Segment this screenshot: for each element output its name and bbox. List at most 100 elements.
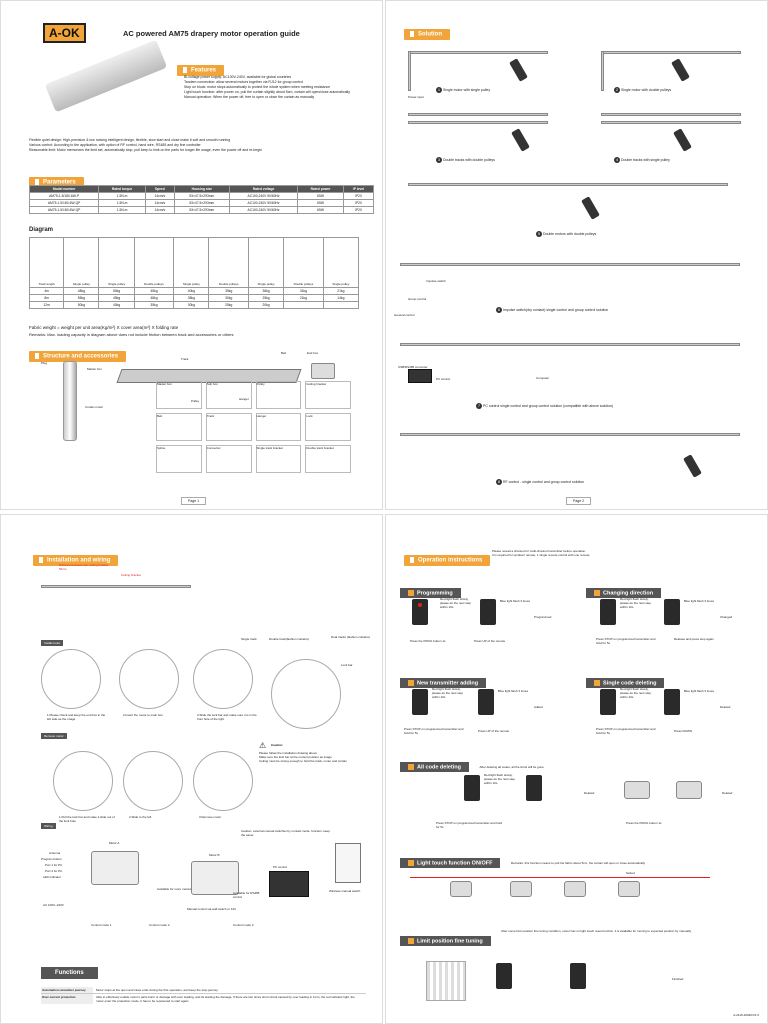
caption-7: 7 PC control single control and group co… (476, 403, 614, 409)
release-text: Release and press stop again (674, 637, 714, 641)
curtain-motor-img (63, 361, 77, 441)
port1-label: Port 1 for PC (45, 863, 63, 867)
light-touch-note: Remarks: this function means to pull the… (510, 861, 646, 865)
track-5 (408, 183, 728, 186)
pc-icon (408, 369, 432, 383)
page-1: A-OK AC powered AM75 drapery motor opera… (0, 0, 383, 510)
remote-icon (600, 599, 616, 625)
acc-label: Sub box (206, 382, 218, 386)
track-4b (601, 121, 741, 124)
solution-header: Solution (404, 23, 450, 41)
label-plug: Plug (41, 361, 48, 365)
acc-label: Double track bracket (306, 446, 334, 450)
function-value: Motor stops at the open and close ends d… (96, 988, 218, 992)
structure-header: Structure and accessories (29, 345, 127, 363)
caption-8: 8 RF control - single control and group … (496, 479, 585, 485)
prog-button-text: Press the PROG button 1s (410, 639, 446, 643)
doc-title: AC powered AM75 drapery motor operation … (123, 29, 300, 38)
remote-icon (464, 775, 480, 801)
track-7 (400, 343, 740, 346)
logo: A-OK (43, 23, 86, 43)
motor-head-icon-4 (618, 881, 640, 897)
blue-flash-text: Blue light flash 3 times (498, 689, 529, 693)
pc-control-label: PC control (273, 865, 288, 869)
motor-head-icon-2 (510, 881, 532, 897)
function-key: Automation remember journey (41, 987, 93, 993)
acc-label: Single track bracket (256, 446, 283, 450)
red-flash-text: Red light flash slowly, please do the ne… (620, 597, 652, 609)
features-list: Bi-voltage power supply: AC100V-240V, av… (184, 75, 350, 99)
single-code-box: Single code deleting Red light flash slo… (586, 671, 751, 741)
accessories-grid: Master box Sub box Pulley Ceiling bracke… (156, 381, 351, 473)
motor-3 (511, 128, 530, 152)
master-box-a (91, 851, 139, 885)
label-belt: Belt (281, 351, 287, 355)
programmed-text: Programmed (534, 615, 552, 619)
acc-label: Connector (206, 446, 221, 450)
motor-head-icon (624, 781, 650, 799)
control-mode-3: Control mode 3 (233, 923, 254, 927)
install-motor-tag: Install motor (41, 640, 64, 646)
lock-bar-label: Lock bar (341, 663, 353, 667)
caption-1: 1 Single motor with single pulley (436, 87, 491, 93)
caution-icon: ⚠ (259, 741, 267, 750)
limit-note: After some limit position fine tuning co… (501, 929, 692, 933)
computer-label: Computer (536, 376, 550, 380)
power-input-label: Power input (408, 95, 424, 99)
install-circle-4 (271, 659, 341, 729)
install-circle-1 (41, 649, 101, 709)
red-flash-text: Red light flash slowly, please do the ne… (432, 687, 464, 699)
group-label: Group control (408, 297, 427, 301)
label-end-box: End box (307, 351, 319, 355)
fabric-note: Fabric weight = weight per unit area(Kg/… (29, 325, 179, 330)
impulse-label: Impulse switch (426, 279, 446, 283)
programming-box: Programming Red light flash slowly, plea… (400, 581, 565, 651)
general-label: General control (394, 313, 415, 317)
remote-icon-2 (526, 775, 542, 801)
motor-head-icon-2 (676, 781, 702, 799)
function-key: Over current protection (41, 994, 93, 1004)
double-track-label: Double track(fashion curtains) (269, 637, 309, 641)
stop-prog-text: Press STOP on programmed transmitter and… (404, 727, 464, 735)
label-master-box: Master box (87, 367, 102, 371)
version: A-2116-20620/V1.0 (733, 1013, 759, 1017)
remove-circle-2 (123, 751, 183, 811)
track-8 (400, 433, 740, 436)
all-code-note: After deleting all codes, all the limits… (479, 765, 544, 769)
diagram-title: Diagram (29, 227, 54, 233)
end-box (311, 363, 335, 379)
motor-head-icon-3 (564, 881, 586, 897)
ac-label: AC 100V~240V (43, 903, 64, 907)
acc-label: Pulley (256, 382, 265, 386)
light-touch-box: Light touch function ON/OFF Remarks: thi… (400, 851, 752, 917)
stop-prog-text: Press STOP on programmed transmitter and… (596, 637, 656, 645)
caption-4: 4 Double tracks with single pulley (614, 157, 670, 163)
track-3 (408, 113, 548, 116)
install-step-2: 2.Insert the motor to main box (123, 713, 163, 717)
rs485-label: Available for RS485 control (233, 891, 260, 899)
operation-header: Operation instructions (404, 549, 491, 567)
up-remote-text: Press UP of the remote (478, 729, 510, 733)
all-code-box: All code deleting After deleting all cod… (400, 755, 752, 837)
stop-prog-text: Press STOP on programmed transmitter and… (596, 727, 656, 735)
prog-button-text: Press the PROG button 1s (626, 821, 662, 825)
remote-icon-2 (480, 599, 496, 625)
track-2 (601, 51, 741, 54)
label-hanger: Hanger (239, 397, 249, 401)
function-value: Able to effectively enable motor's parts… (96, 995, 355, 1003)
caution-2: Caution: external manual switches by con… (241, 829, 330, 837)
remove-circle-3 (193, 751, 253, 811)
usb-label: USB/RS485 converter (398, 365, 428, 369)
control-mode-1: Control mode 1 (91, 923, 112, 927)
acc-label: Belt (157, 414, 163, 418)
deleted-text: Deleted (720, 705, 731, 709)
pc-screen (269, 871, 309, 897)
stop-prog-text: Press STOP on programmed transmitter and… (436, 821, 502, 829)
remove-motor-tag: Remove motor (41, 733, 67, 739)
track-3b (408, 121, 548, 124)
remote-icon (412, 599, 428, 625)
changed-text: Changed (720, 615, 733, 619)
dual-track-label: Dual tracks (fashion curtains) (331, 635, 370, 639)
wiring-tag: Wiring (41, 823, 56, 829)
